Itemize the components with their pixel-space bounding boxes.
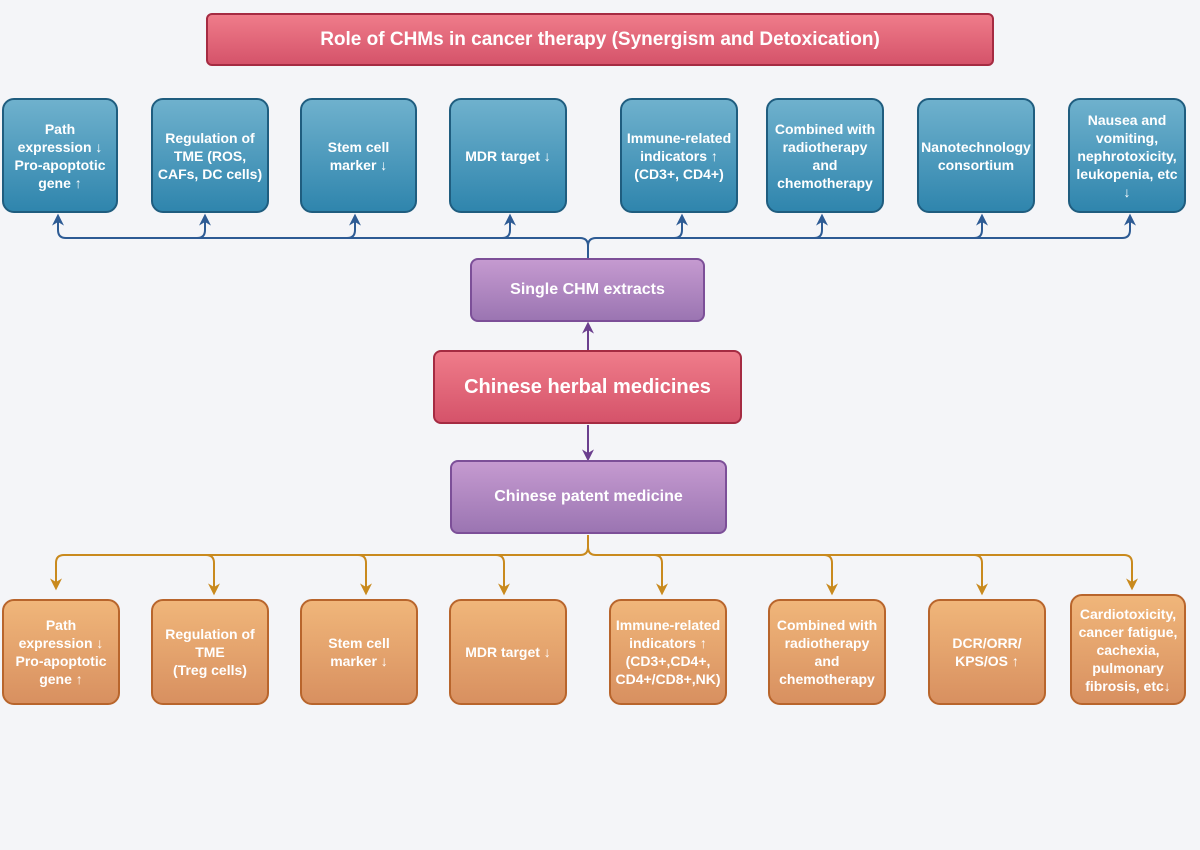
diagram-title-text: Role of CHMs in cancer therapy (Synergis… <box>320 28 880 50</box>
lower-item-label: Regulation of TME (Treg cells) <box>165 626 255 678</box>
lower-connector <box>50 535 1138 596</box>
lower-item-label: MDR target ↓ <box>465 644 551 660</box>
lower-item-dcr-orr-kps-os: DCR/ORR/ KPS/OS ↑ <box>928 599 1046 705</box>
upper-item-immune-related-indicators: Immune-related indicators ↑ (CD3+, CD4+) <box>620 98 738 213</box>
lower-item-label: Combined with radiotherapy and chemother… <box>776 617 878 687</box>
upper-item-label: Nanotechnology consortium <box>921 138 1031 173</box>
upper-item-label: MDR target ↓ <box>465 147 551 164</box>
upper-item-regulation-of-tme: Regulation of TME (ROS, CAFs, DC cells) <box>151 98 269 213</box>
node-chinese-herbal-medicines: Chinese herbal medicines <box>433 350 742 424</box>
node-single-chm-extracts-label: Single CHM extracts <box>510 281 665 298</box>
upper-item-nanotechnology-consortium: Nanotechnology consortium <box>917 98 1035 213</box>
upper-item-label: Immune-related indicators ↑ (CD3+, CD4+) <box>626 129 732 182</box>
lower-item-label: Path expression ↓ Pro-apoptotic gene ↑ <box>15 617 107 687</box>
diagram-title: Role of CHMs in cancer therapy (Synergis… <box>206 13 994 66</box>
node-chinese-herbal-medicines-label: Chinese herbal medicines <box>464 375 711 398</box>
lower-item-stem-cell-marker: Stem cell marker ↓ <box>300 599 418 705</box>
node-chinese-patent-medicine: Chinese patent medicine <box>450 460 727 534</box>
lower-item-mdr-target: MDR target ↓ <box>449 599 567 705</box>
lower-item-label: DCR/ORR/ KPS/OS ↑ <box>952 635 1022 669</box>
lower-item-side-effects: Cardiotoxicity, cancer fatigue, cachexia… <box>1070 594 1186 705</box>
upper-item-mdr-target: MDR target ↓ <box>449 98 567 213</box>
lower-item-label: Immune-related indicators ↑ (CD3+,CD4+, … <box>615 617 721 687</box>
lower-item-label: Cardiotoxicity, cancer fatigue, cachexia… <box>1078 605 1178 694</box>
upper-item-label: Combined with radiotherapy and chemother… <box>774 120 876 191</box>
lower-item-path-expression: Path expression ↓ Pro-apoptotic gene ↑ <box>2 599 120 705</box>
upper-item-side-effects: Nausea and vomiting, nephrotoxicity, leu… <box>1068 98 1186 213</box>
upper-connector <box>52 213 1136 258</box>
upper-item-path-expression: Path expression ↓ Pro-apoptotic gene ↑ <box>2 98 118 213</box>
node-single-chm-extracts: Single CHM extracts <box>470 258 705 322</box>
upper-item-combined-therapy: Combined with radiotherapy and chemother… <box>766 98 884 213</box>
lower-item-regulation-of-tme: Regulation of TME (Treg cells) <box>151 599 269 705</box>
upper-item-label: Nausea and vomiting, nephrotoxicity, leu… <box>1076 111 1178 200</box>
upper-item-label: Stem cell marker ↓ <box>327 138 390 173</box>
lower-item-immune-related-indicators: Immune-related indicators ↑ (CD3+,CD4+, … <box>609 599 727 705</box>
lower-item-combined-therapy: Combined with radiotherapy and chemother… <box>768 599 886 705</box>
node-chinese-patent-medicine-label: Chinese patent medicine <box>494 488 683 505</box>
upper-item-label: Regulation of TME (ROS, CAFs, DC cells) <box>157 129 263 182</box>
upper-item-stem-cell-marker: Stem cell marker ↓ <box>300 98 417 213</box>
upper-item-label: Path expression ↓ Pro-apoptotic gene ↑ <box>14 120 106 191</box>
lower-item-label: Stem cell marker ↓ <box>328 635 390 669</box>
